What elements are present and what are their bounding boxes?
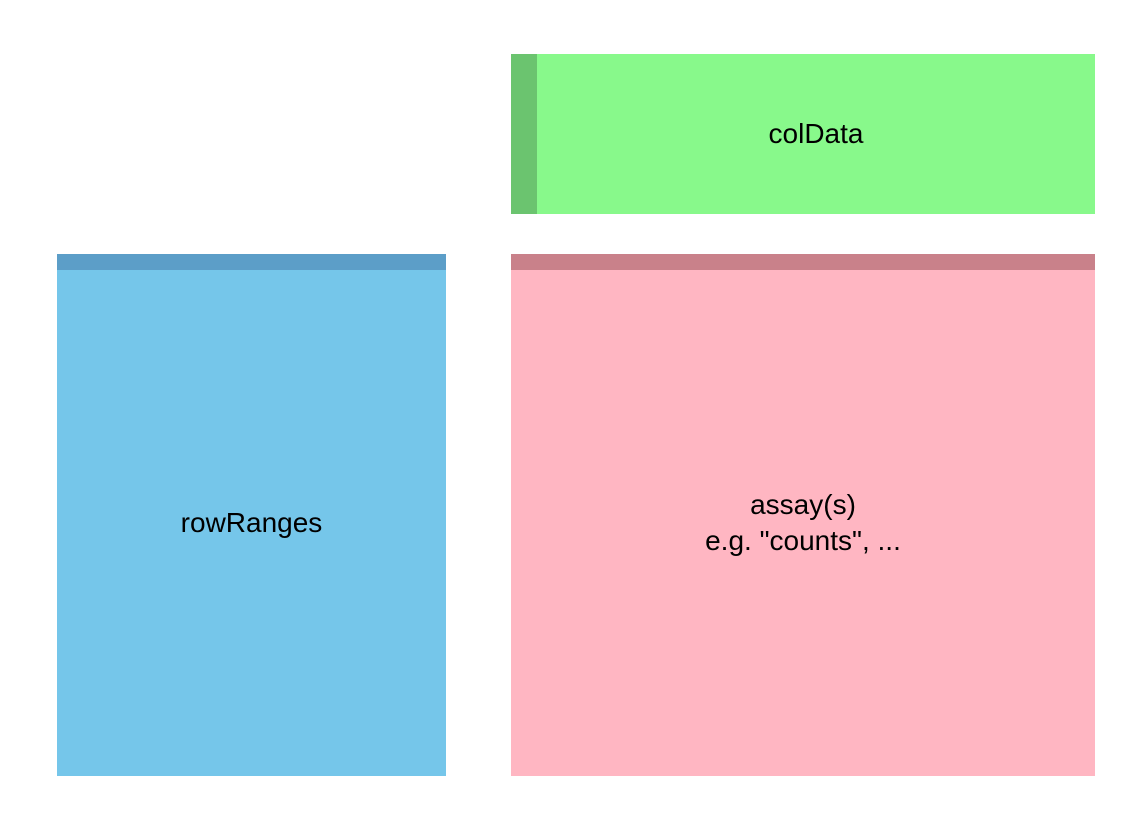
rowranges-label-text: rowRanges (180, 507, 323, 538)
assays-label: assay(s) e.g. "counts", ... (511, 270, 1095, 776)
rowranges-label: rowRanges (57, 270, 446, 776)
coldata-block: colData (511, 54, 1095, 214)
assays-label-line2: e.g. "counts", ... (705, 525, 901, 556)
rowranges-block: rowRanges (57, 254, 446, 776)
coldata-stripe (511, 54, 537, 214)
assays-stripe (511, 254, 1095, 270)
assays-block: assay(s) e.g. "counts", ... (511, 254, 1095, 776)
coldata-label: colData (537, 54, 1095, 214)
rowranges-stripe (57, 254, 446, 270)
coldata-label-text: colData (768, 118, 864, 149)
assays-label-line1: assay(s) (750, 489, 856, 520)
